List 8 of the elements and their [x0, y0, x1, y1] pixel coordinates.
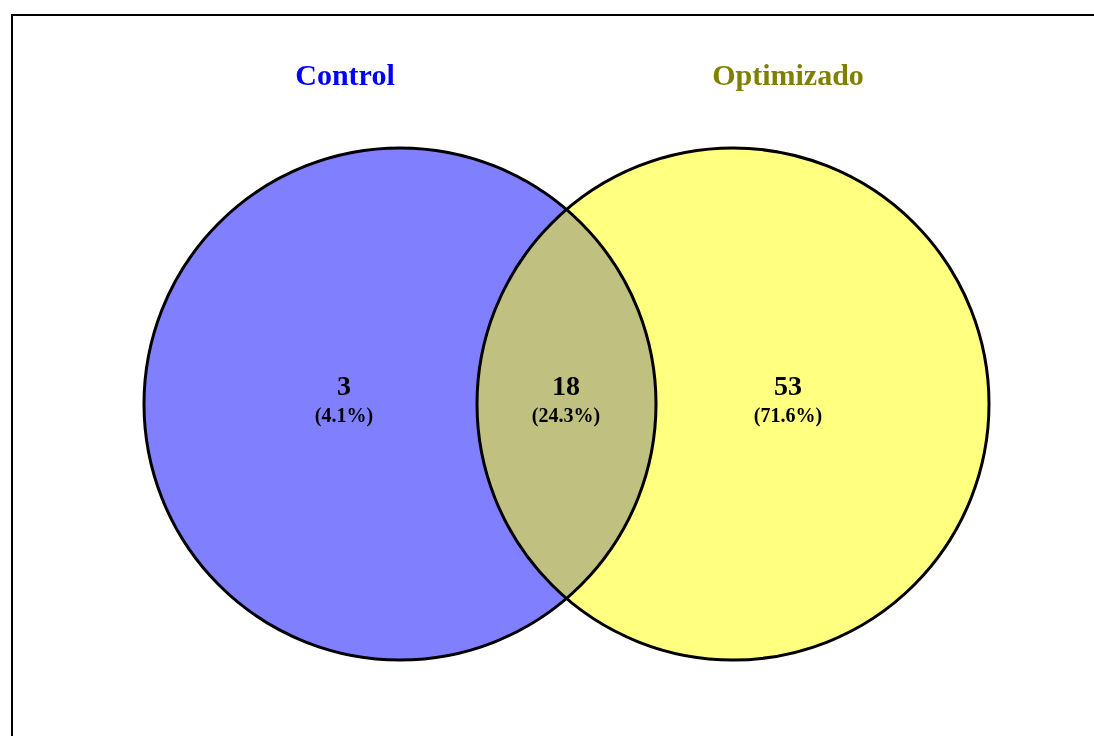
count-label: 53 [774, 370, 802, 402]
percent-label: (71.6%) [753, 404, 823, 427]
set-title: Optimizado [712, 58, 864, 92]
count-label: 3 [337, 370, 351, 402]
percent-label: (24.3%) [531, 404, 601, 427]
set-title: Control [295, 58, 395, 92]
count-label: 18 [552, 370, 580, 402]
percent-label: (4.1%) [314, 404, 374, 427]
